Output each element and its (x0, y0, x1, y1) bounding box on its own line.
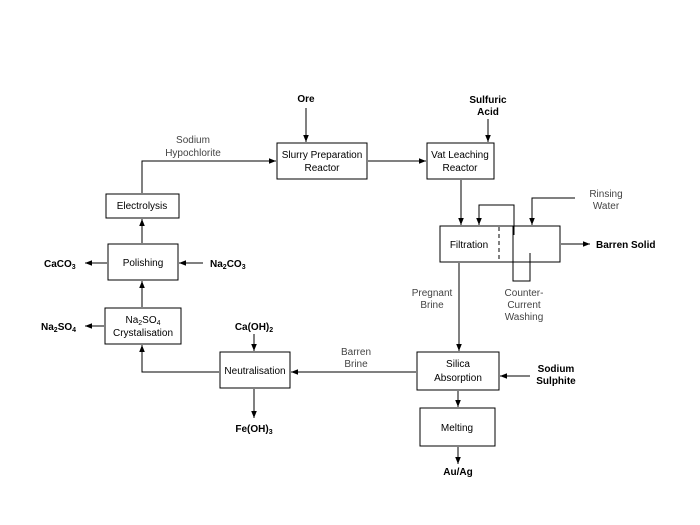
polishing-label: Polishing (123, 258, 164, 269)
polishing-box: Polishing (107, 243, 179, 281)
neutralisation-box: Neutralisation (219, 351, 291, 389)
electrolysis-box: Electrolysis (105, 193, 180, 219)
slurry-preparation-reactor-box: Slurry Preparation Reactor (276, 142, 368, 180)
melting-box: Melting (419, 407, 496, 447)
slurry-line2: Reactor (304, 163, 340, 174)
na2co3-label: Na2CO3 (210, 259, 246, 271)
hypochlorite-label-1: Sodium (176, 135, 210, 146)
sulfuric-label-2: Acid (477, 107, 499, 118)
counter-current-loop-inner (476, 204, 515, 235)
sodium-sulphite-label-1: Sodium (538, 364, 575, 375)
slurry-line1: Slurry Preparation (282, 150, 363, 161)
filtration-label: Filtration (450, 240, 488, 251)
silica-absorption-box: Silica Absorption (416, 351, 500, 391)
caco3-label: CaCO3 (44, 259, 76, 271)
vat-line1: Vat Leaching (431, 150, 489, 161)
hypochlorite-arrow (141, 158, 276, 193)
crystal-line2: Crystalisation (113, 328, 173, 339)
vat-line2: Reactor (442, 163, 478, 174)
pregnant-brine-label-2: Brine (420, 300, 444, 311)
barren-brine-label-2: Brine (344, 359, 368, 370)
filtration-box: Filtration (439, 225, 561, 263)
counter-current-label-3: Washing (505, 312, 544, 323)
silica-line1: Silica (446, 359, 470, 370)
sulfuric-label-1: Sulfuric (469, 95, 507, 106)
electrolysis-label: Electrolysis (117, 201, 168, 212)
counter-current-label-1: Counter- (505, 288, 544, 299)
sodium-sulphite-label-2: Sulphite (536, 376, 576, 387)
rinsing-label-1: Rinsing (589, 189, 622, 200)
rinsing-label-2: Water (593, 201, 620, 212)
auag-label: Au/Ag (443, 467, 472, 478)
vat-leaching-reactor-box: Vat Leaching Reactor (426, 142, 495, 180)
silica-line2: Absorption (434, 373, 482, 384)
feoh3-label: Fe(OH)3 (235, 424, 272, 436)
rinsing-water-arrow (529, 197, 575, 225)
crystal-line1: Na2SO4 (125, 315, 160, 327)
hypochlorite-label-2: Hypochlorite (165, 148, 221, 159)
neutralisation-label: Neutralisation (224, 366, 285, 377)
na2so4-crystalisation-box: Na2SO4 Crystalisation (104, 307, 182, 345)
counter-current-label-2: Current (507, 300, 541, 311)
counter-current-loop-outer (512, 226, 531, 282)
ore-label: Ore (297, 94, 315, 105)
barren-solid-label: Barren Solid (596, 240, 655, 251)
caoh2-label: Ca(OH)2 (235, 322, 273, 334)
pregnant-brine-label-1: Pregnant (412, 288, 453, 299)
neutral-to-crystal-arrow (139, 345, 219, 373)
melting-label: Melting (441, 423, 473, 434)
barren-brine-label-1: Barren (341, 347, 371, 358)
na2so4-label: Na2SO4 (41, 322, 76, 334)
